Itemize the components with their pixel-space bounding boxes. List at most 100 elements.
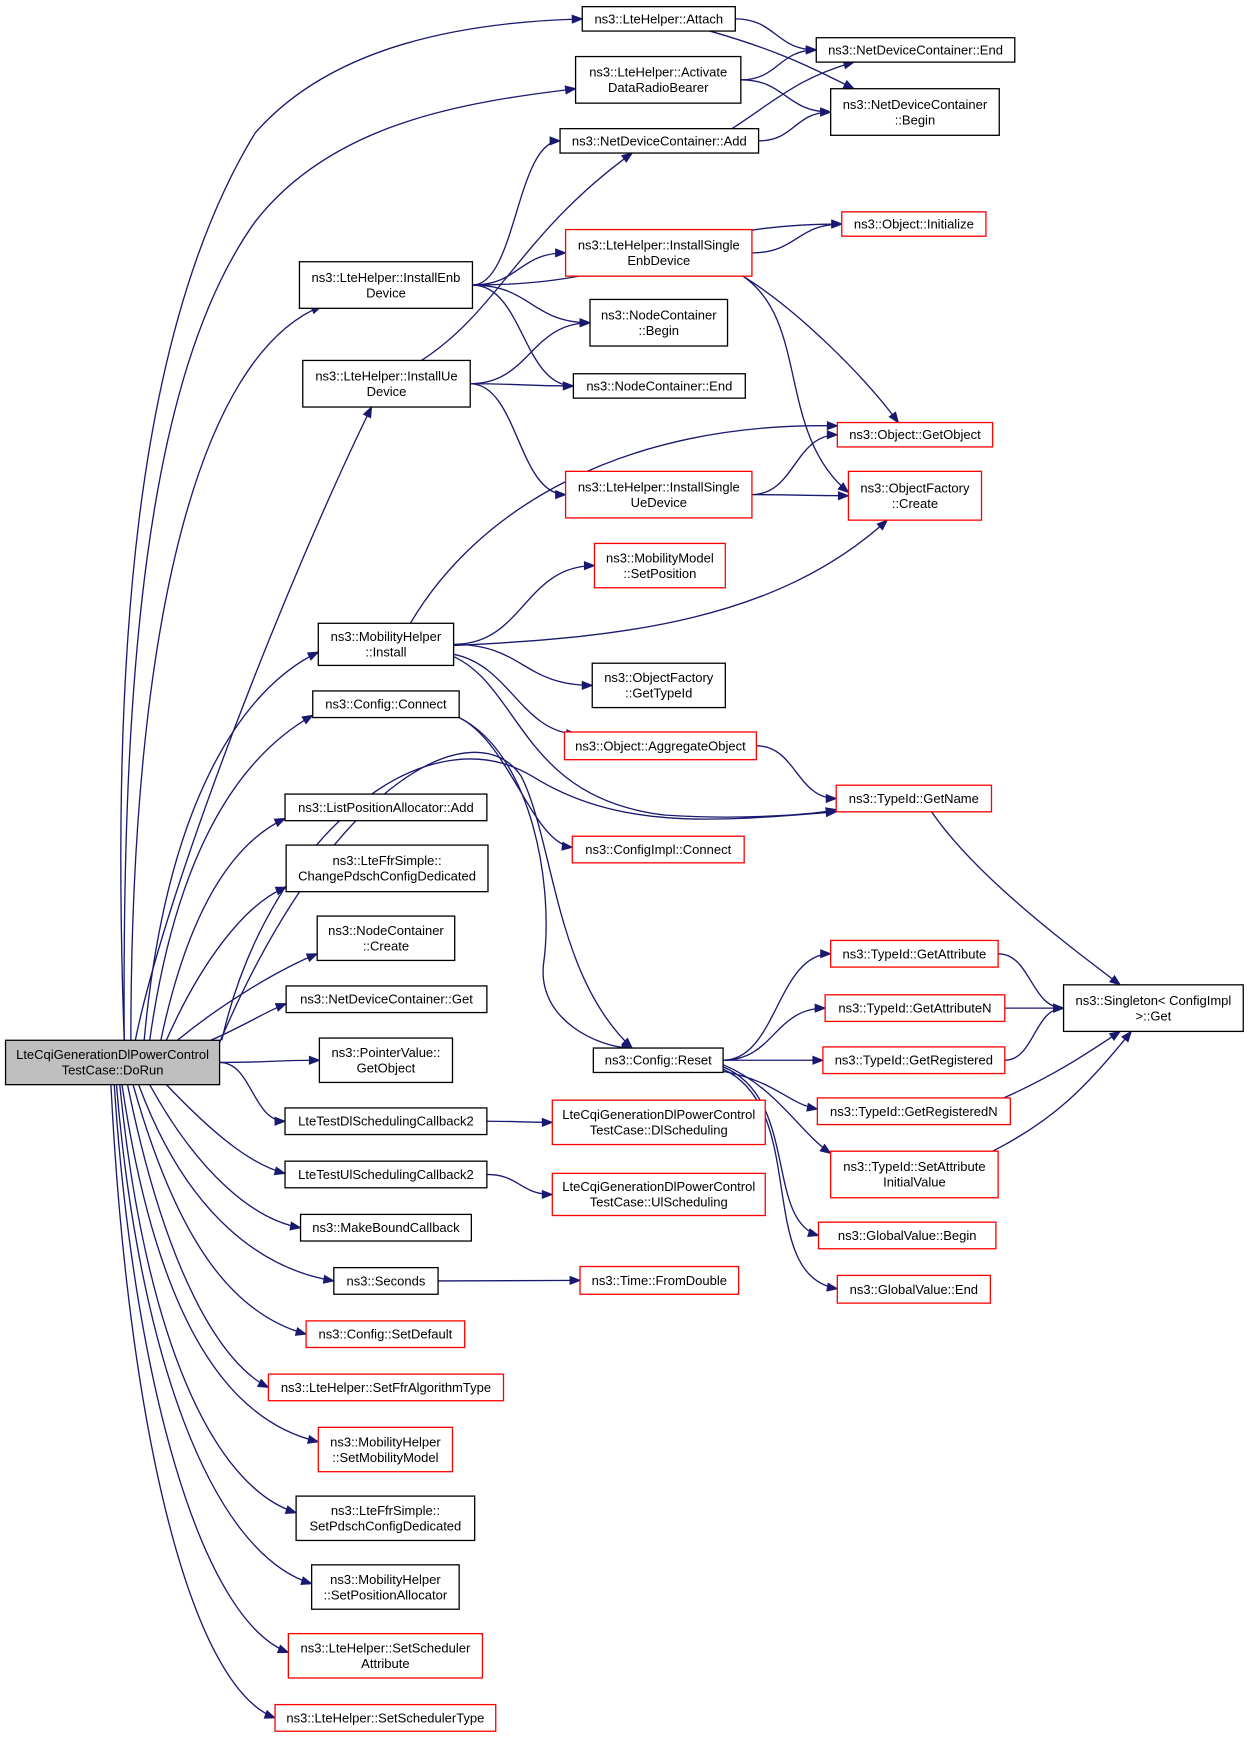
function-node[interactable]: ns3::MobilityModel::SetPosition	[593, 542, 726, 589]
function-node[interactable]: LteCqiGenerationDlPowerControlTestCase::…	[551, 1172, 766, 1217]
function-node[interactable]: ns3::LteHelper::Attach	[581, 6, 736, 32]
node-label: ns3::GlobalValue::Begin	[838, 1228, 977, 1243]
node-label: Device	[366, 285, 406, 300]
node-label: ::Begin	[639, 323, 679, 338]
function-node[interactable]: ns3::ListPositionAllocator::Add	[284, 793, 488, 822]
function-node[interactable]: ns3::TypeId::GetRegisteredN	[816, 1097, 1011, 1126]
function-node[interactable]: ns3::NodeContainer::End	[572, 373, 746, 399]
node-label: ns3::NetDeviceContainer	[843, 97, 988, 112]
node-box	[589, 298, 729, 347]
call-edge	[210, 1003, 288, 1041]
function-node[interactable]: ns3::Object::GetObject	[836, 421, 994, 448]
function-node[interactable]: ns3::LteHelper::SetSchedulerType	[274, 1703, 497, 1732]
arrowhead	[819, 1143, 832, 1155]
arrowhead	[579, 318, 592, 328]
call-edge	[453, 643, 594, 691]
function-node[interactable]: ns3::ObjectFactory::Create	[847, 470, 983, 521]
node-label: ::SetPositionAllocator	[324, 1587, 448, 1602]
call-edge	[165, 1084, 287, 1176]
arrowhead	[831, 219, 844, 229]
function-node[interactable]: ns3::Object::Initialize	[841, 211, 987, 237]
function-node[interactable]: ns3::NodeContainer::Begin	[589, 298, 729, 347]
arrowhead	[274, 1003, 288, 1012]
function-node[interactable]: ns3::LteFfrSimple::ChangePdschConfigDedi…	[285, 844, 489, 893]
node-label: ns3::MakeBoundCallback	[312, 1220, 460, 1235]
node-label: ns3::LteHelper::SetScheduler	[300, 1641, 470, 1656]
node-label: ns3::Config::Connect	[325, 697, 447, 712]
call-edge	[123, 85, 577, 1041]
function-node[interactable]: ns3::Config::Connect	[312, 690, 460, 719]
node-box	[284, 793, 488, 822]
call-edge	[470, 383, 567, 500]
function-node[interactable]: ns3::Object::AggregateObject	[563, 731, 758, 761]
call-edge	[438, 1275, 582, 1286]
function-node[interactable]: ns3::TypeId::GetName	[835, 784, 993, 813]
function-node[interactable]: ns3::TypeId::GetRegistered	[822, 1046, 1006, 1075]
function-node[interactable]: ns3::Time::FromDouble	[579, 1265, 740, 1295]
function-node[interactable]: ns3::GlobalValue::End	[836, 1274, 992, 1304]
function-node[interactable]: ns3::NetDeviceContainer::Add	[559, 127, 760, 154]
arrowhead	[273, 817, 287, 828]
arrowhead	[569, 1275, 582, 1286]
call-edge	[121, 1084, 320, 1444]
node-label: >::Get	[1136, 1008, 1172, 1023]
function-node[interactable]: LteTestDlSchedulingCallback2	[284, 1107, 488, 1136]
function-node[interactable]: ns3::Seconds	[333, 1266, 439, 1295]
function-node[interactable]: ns3::LteHelper::SetFfrAlgorithmType	[267, 1373, 505, 1402]
function-node[interactable]: ns3::PointerValue::GetObject	[318, 1037, 454, 1084]
node-label: ns3::LteHelper::SetSchedulerType	[286, 1710, 484, 1725]
node-box	[559, 127, 760, 154]
node-box	[564, 470, 753, 519]
arrowhead	[263, 1709, 277, 1719]
function-node[interactable]: ns3::Config::SetDefault	[305, 1320, 466, 1349]
function-node[interactable]: ns3::Singleton< ConfigImpl >::Get	[1062, 984, 1244, 1033]
node-label: ns3::Time::FromDouble	[592, 1273, 727, 1288]
node-label: ns3::NetDeviceContainer::End	[828, 42, 1003, 57]
function-node[interactable]: ns3::ObjectFactory::GetTypeId	[591, 662, 726, 709]
function-node[interactable]: LteTestUlSchedulingCallback2	[284, 1160, 488, 1189]
arrowhead	[620, 152, 634, 163]
arrowhead	[826, 430, 839, 440]
function-node[interactable]: ns3::MobilityHelper::SetMobilityModel	[317, 1426, 454, 1473]
node-label: TestCase::DoRun	[62, 1063, 164, 1078]
arrowhead	[807, 1228, 820, 1237]
node-box	[4, 1039, 221, 1086]
call-edge	[709, 30, 856, 90]
node-box	[815, 37, 1016, 63]
call-edge	[486, 1117, 554, 1127]
function-node[interactable]: ns3::ConfigImpl::Connect	[571, 835, 745, 864]
node-label: ns3::TypeId::SetAttribute	[843, 1159, 985, 1174]
function-node[interactable]: ns3::LteFfrSimple::SetPdschConfigDedicat…	[295, 1495, 476, 1542]
function-node[interactable]: LteCqiGenerationDlPowerControlTestCase::…	[551, 1099, 766, 1146]
node-box	[847, 470, 983, 521]
function-node[interactable]: ns3::MobilityHelper::Install	[317, 622, 455, 667]
node-box	[572, 373, 746, 399]
node-label: ns3::GlobalValue::End	[850, 1282, 978, 1297]
function-node[interactable]: ns3::TypeId::GetAttributeN	[824, 994, 1006, 1023]
arrowhead	[564, 85, 577, 95]
function-node[interactable]: ns3::MakeBoundCallback	[299, 1213, 472, 1242]
function-node[interactable]: ns3::NetDeviceContainer::Begin	[830, 88, 1000, 136]
call-edge	[751, 491, 850, 501]
function-node[interactable]: ns3::MobilityHelper::SetPositionAllocato…	[310, 1564, 460, 1610]
node-label: ::Create	[363, 939, 409, 954]
function-node[interactable]: ns3::NetDeviceContainer::Get	[285, 985, 488, 1014]
node-box	[302, 359, 471, 408]
function-node[interactable]: ns3::Config::Reset	[592, 1047, 724, 1074]
call-edge	[458, 716, 574, 851]
node-label: GetObject	[357, 1060, 416, 1075]
node-label: ::SetMobilityModel	[332, 1450, 438, 1465]
function-node[interactable]: ns3::GlobalValue::Begin	[817, 1221, 997, 1250]
function-node[interactable]: ns3::NodeContainer::Create	[316, 915, 456, 962]
function-node[interactable]: ns3::TypeId::GetAttribute	[830, 939, 999, 968]
node-label: ns3::NetDeviceContainer::Add	[572, 133, 747, 148]
node-label: ns3::LteFfrSimple::	[333, 853, 442, 868]
function-node[interactable]: ns3::NetDeviceContainer::End	[815, 37, 1016, 63]
